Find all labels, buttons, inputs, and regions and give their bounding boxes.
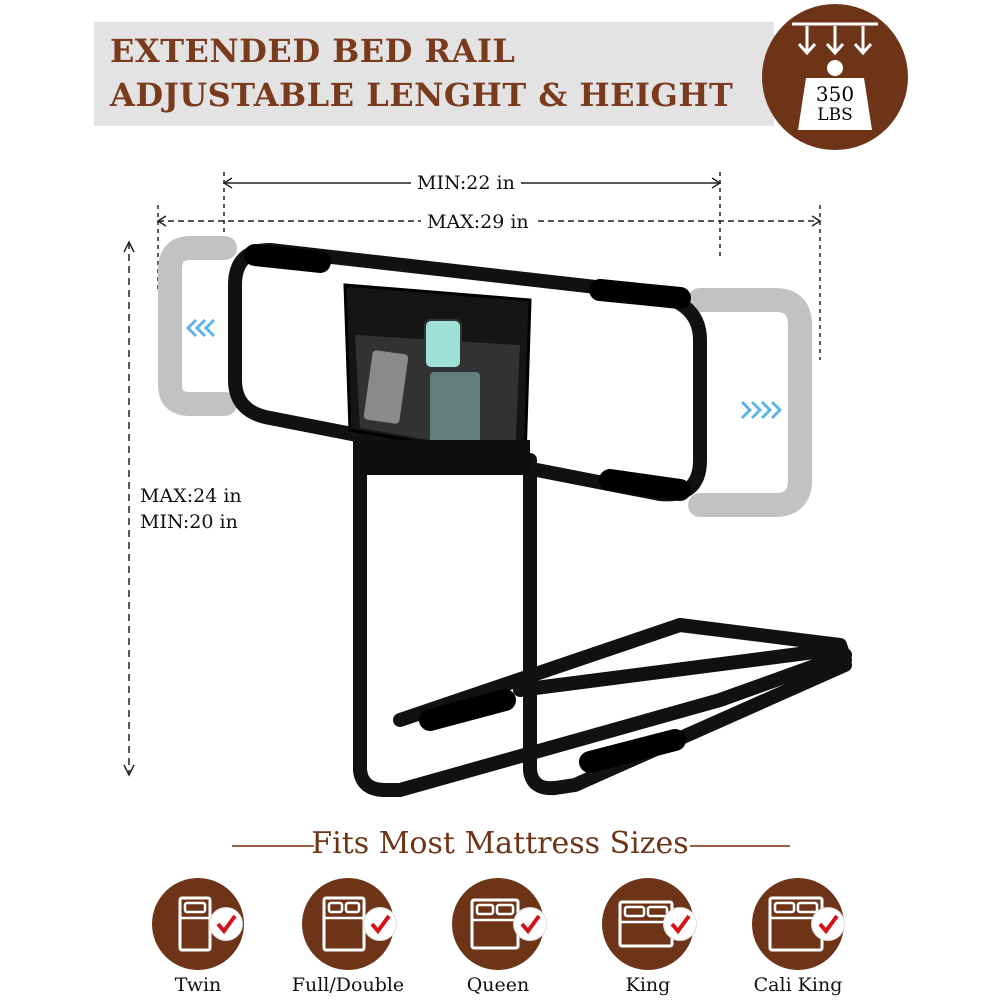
- fits-divider-left: [232, 845, 314, 847]
- height-dimension-line: [123, 240, 135, 777]
- size-label-twin: Twin: [174, 974, 222, 996]
- weight-value: 350: [815, 82, 855, 106]
- min-width-label: MIN:22 in: [411, 172, 521, 194]
- header-banner: [94, 22, 774, 126]
- weight-unit: LBS: [817, 105, 853, 125]
- rail-foam-grips: [244, 244, 691, 773]
- phone-icon: [424, 319, 462, 369]
- title-line-1: EXTENDED BED RAIL: [110, 32, 516, 70]
- size-label-king: King: [625, 974, 671, 996]
- title-line-2: ADJUSTABLE LENGHT & HEIGHT: [110, 76, 734, 114]
- check-icon: [664, 908, 696, 940]
- max-height-label: MAX:24 in: [140, 485, 242, 507]
- check-icon: [364, 908, 396, 940]
- bed-rail-illustration: [123, 172, 852, 797]
- twin-bed-icon: [152, 878, 244, 970]
- rail-frame: [228, 243, 852, 797]
- min-height-label: MIN:20 in: [140, 511, 238, 533]
- extended-rail-ghost: [158, 236, 812, 517]
- full-bed-icon: [302, 878, 396, 970]
- check-icon: [514, 908, 546, 940]
- check-icon: [210, 908, 242, 940]
- queen-bed-icon: [452, 878, 546, 970]
- storage-pouch: [343, 283, 532, 475]
- cali-king-bed-icon: [752, 878, 844, 970]
- size-label-cali-king: Cali King: [753, 974, 843, 996]
- weight-capacity-badge: 350 LBS: [762, 4, 908, 150]
- extend-arrows: [740, 400, 783, 420]
- king-bed-icon: [602, 878, 696, 970]
- retract-arrows: [185, 318, 216, 338]
- weight-capacity-icon: [792, 22, 878, 130]
- fits-divider-right: [690, 845, 790, 847]
- size-label-queen: Queen: [466, 974, 530, 996]
- max-width-label: MAX:29 in: [421, 211, 535, 233]
- size-label-full: Full/Double: [291, 974, 405, 996]
- fits-title: Fits Most Mattress Sizes: [311, 826, 689, 861]
- check-icon: [812, 908, 844, 940]
